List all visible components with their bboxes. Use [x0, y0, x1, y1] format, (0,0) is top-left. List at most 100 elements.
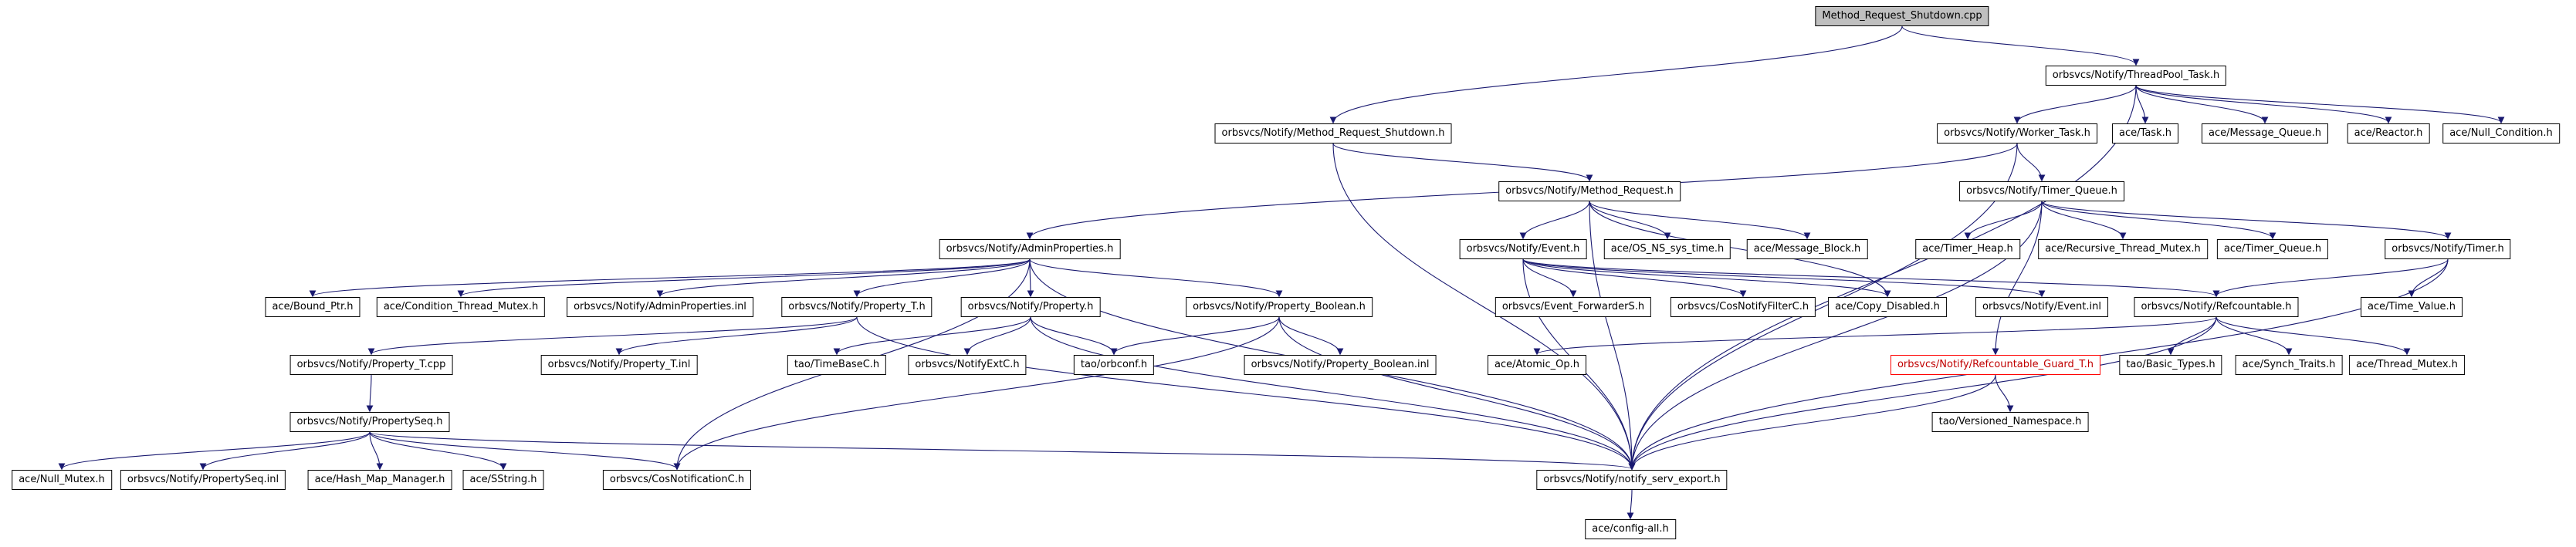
include-edge-propb--export — [1278, 316, 1636, 471]
graph-node-basict[interactable]: tao/Basic_Types.h — [2119, 355, 2222, 375]
include-edge-adminp--prop_t — [853, 258, 1031, 298]
graph-node-ntq[interactable]: orbsvcs/Notify/Timer_Queue.h — [1959, 181, 2124, 201]
graph-node-cnfc[interactable]: orbsvcs/CosNotifyFilterC.h — [1670, 297, 1816, 317]
include-edge-refc--export — [1628, 316, 2217, 471]
graph-node-orbconf[interactable]: tao/orbconf.h — [1073, 355, 1155, 375]
include-edge-root--mrs_h — [1329, 25, 1903, 124]
graph-node-event_inl[interactable]: orbsvcs/Notify/Event.inl — [1975, 297, 2108, 317]
include-edge-propb--cosnotc — [673, 316, 1280, 471]
include-edge-refc--synch — [2215, 316, 2293, 356]
graph-node-nullcond[interactable]: ace/Null_Condition.h — [2442, 123, 2560, 144]
include-edge-mr_h--event — [1519, 201, 1590, 240]
include-edge-prop_t--prop_t_inl — [615, 316, 858, 356]
include-edge-root--threadpool — [1901, 25, 2140, 66]
graph-node-ntimer[interactable]: orbsvcs/Notify/Timer.h — [2385, 239, 2511, 259]
graph-node-msgq[interactable]: ace/Message_Queue.h — [2201, 123, 2329, 144]
include-edge-ntq--theap — [1964, 201, 2043, 240]
graph-node-atomic[interactable]: ace/Atomic_Op.h — [1488, 355, 1586, 375]
graph-node-configall[interactable]: ace/config-all.h — [1585, 519, 1676, 539]
include-edge-ntimer--timeval — [2408, 258, 2449, 298]
include-edge-prop_t--export — [856, 316, 1636, 471]
include-edge-threadpool--msgq — [2135, 85, 2269, 124]
graph-node-theap[interactable]: ace/Timer_Heap.h — [1915, 239, 2020, 259]
include-edge-export--configall — [1627, 489, 1634, 520]
include-edge-ntq--rtm — [2041, 201, 2127, 240]
graph-node-propb_inl[interactable]: orbsvcs/Notify/Property_Boolean.inl — [1244, 355, 1437, 375]
graph-node-task[interactable]: ace/Task.h — [2112, 123, 2178, 144]
graph-node-msgb[interactable]: ace/Message_Block.h — [1746, 239, 1868, 259]
include-edge-event--copyd — [1522, 258, 1891, 298]
include-edge-propseq--hashmap — [369, 431, 384, 471]
include-edge-threadpool--nullcond — [2135, 85, 2505, 124]
graph-node-sstring[interactable]: ace/SString.h — [462, 470, 544, 490]
graph-node-reactor[interactable]: ace/Reactor.h — [2347, 123, 2430, 144]
include-edge-prop--timebase — [833, 316, 1031, 356]
include-edge-threadpool--reactor — [2135, 85, 2392, 124]
graph-node-atq[interactable]: ace/Timer_Queue.h — [2216, 239, 2329, 259]
graph-node-prop_t_cpp[interactable]: orbsvcs/Notify/Property_T.cpp — [289, 355, 453, 375]
include-edge-adminp--propb — [1029, 258, 1283, 298]
include-edge-adminp--boundptr — [309, 258, 1031, 298]
graph-node-hashmap[interactable]: ace/Hash_Map_Manager.h — [307, 470, 452, 490]
include-edge-worker--ntq — [2016, 143, 2046, 182]
graph-node-osns[interactable]: ace/OS_NS_sys_time.h — [1603, 239, 1731, 259]
graph-node-adminp[interactable]: orbsvcs/Notify/AdminProperties.h — [939, 239, 1121, 259]
graph-node-cosnotc[interactable]: orbsvcs/CosNotificationC.h — [602, 470, 752, 490]
graph-node-rtm[interactable]: ace/Recursive_Thread_Mutex.h — [2038, 239, 2208, 259]
graph-node-versns[interactable]: tao/Versioned_Namespace.h — [1931, 412, 2089, 432]
include-edge-prop--orbconf — [1030, 316, 1118, 356]
graph-node-prop[interactable]: orbsvcs/Notify/Property.h — [960, 297, 1101, 317]
include-edge-mrs_h--mr_h — [1332, 143, 1593, 182]
graph-node-refc[interactable]: orbsvcs/Notify/Refcountable.h — [2134, 297, 2299, 317]
include-edge-adminp--prop — [1027, 258, 1034, 298]
graph-node-mr_h[interactable]: orbsvcs/Notify/Method_Request.h — [1498, 181, 1681, 201]
include-edge-prop_t_cpp--propseq — [366, 374, 374, 413]
include-edge-prop_t--prop_t_cpp — [367, 316, 858, 356]
graph-node-prop_t_inl[interactable]: orbsvcs/Notify/Property_T.inl — [540, 355, 698, 375]
include-edge-threadpool--worker — [2013, 85, 2137, 124]
graph-node-boundptr[interactable]: ace/Bound_Ptr.h — [265, 297, 361, 317]
include-edge-propseq--sstring — [369, 431, 507, 471]
include-edge-refc--atomic — [1533, 316, 2217, 356]
graph-node-adminp_inl[interactable]: orbsvcs/Notify/AdminProperties.inl — [567, 297, 753, 317]
include-edge-propseq--export — [369, 431, 1635, 471]
graph-node-mrs_h[interactable]: orbsvcs/Notify/Method_Request_Shutdown.h — [1214, 123, 1452, 144]
include-edge-adminp--adminp_inl — [656, 258, 1031, 298]
graph-node-refguard[interactable]: orbsvcs/Notify/Refcountable_Guard_T.h — [1890, 355, 2101, 375]
include-edge-event--refc — [1522, 258, 2220, 298]
graph-node-threadpool[interactable]: orbsvcs/Notify/ThreadPool_Task.h — [2045, 66, 2227, 86]
include-edge-adminp--ctm — [457, 258, 1031, 298]
include-edge-ntq--atq — [2041, 201, 2276, 240]
graph-node-thmutex[interactable]: ace/Thread_Mutex.h — [2349, 355, 2465, 375]
include-edge-prop--export — [1030, 316, 1636, 471]
graph-node-efwd[interactable]: orbsvcs/Event_ForwarderS.h — [1494, 297, 1652, 317]
graph-node-timeval[interactable]: ace/Time_Value.h — [2361, 297, 2463, 317]
graph-node-propseq[interactable]: orbsvcs/Notify/PropertySeq.h — [289, 412, 450, 432]
include-edge-mr_h--osns — [1589, 201, 1671, 240]
graph-node-timebase[interactable]: tao/TimeBaseC.h — [787, 355, 887, 375]
graph-node-prop_t[interactable]: orbsvcs/Notify/Property_T.h — [781, 297, 933, 317]
include-edge-event--event_inl — [1522, 258, 2046, 298]
graph-node-event[interactable]: orbsvcs/Notify/Event.h — [1459, 239, 1587, 259]
graph-node-copyd[interactable]: ace/Copy_Disabled.h — [1828, 297, 1947, 317]
graph-node-nullmutex[interactable]: ace/Null_Mutex.h — [12, 470, 112, 490]
include-edge-refc--basict — [2167, 316, 2217, 356]
include-edge-propb--propb_inl — [1278, 316, 1344, 356]
include-edge-refguard--versns — [1995, 374, 2014, 413]
include-edge-propb--orbconf — [1110, 316, 1280, 356]
graph-node-root: Method_Request_Shutdown.cpp — [1815, 6, 1989, 26]
include-edge-prop--notifyext — [963, 316, 1031, 356]
graph-node-synch[interactable]: ace/Synch_Traits.h — [2235, 355, 2343, 375]
graph-node-propseq_inl[interactable]: orbsvcs/Notify/PropertySeq.inl — [120, 470, 286, 490]
graph-node-export[interactable]: orbsvcs/Notify/notify_serv_export.h — [1536, 470, 1728, 490]
include-edge-ntimer--refc — [2212, 258, 2449, 298]
include-edge-event--cnfc — [1522, 258, 1747, 298]
graph-node-ctm[interactable]: ace/Condition_Thread_Mutex.h — [376, 297, 546, 317]
include-edge-ntq--refguard — [1992, 201, 2043, 356]
include-edge-mr_h--msgb — [1589, 201, 1811, 240]
graph-node-notifyext[interactable]: orbsvcs/NotifyExtC.h — [908, 355, 1027, 375]
include-edge-threadpool--task — [2135, 85, 2149, 124]
graph-node-worker[interactable]: orbsvcs/Notify/Worker_Task.h — [1937, 123, 2097, 144]
graph-node-propb[interactable]: orbsvcs/Notify/Property_Boolean.h — [1186, 297, 1373, 317]
